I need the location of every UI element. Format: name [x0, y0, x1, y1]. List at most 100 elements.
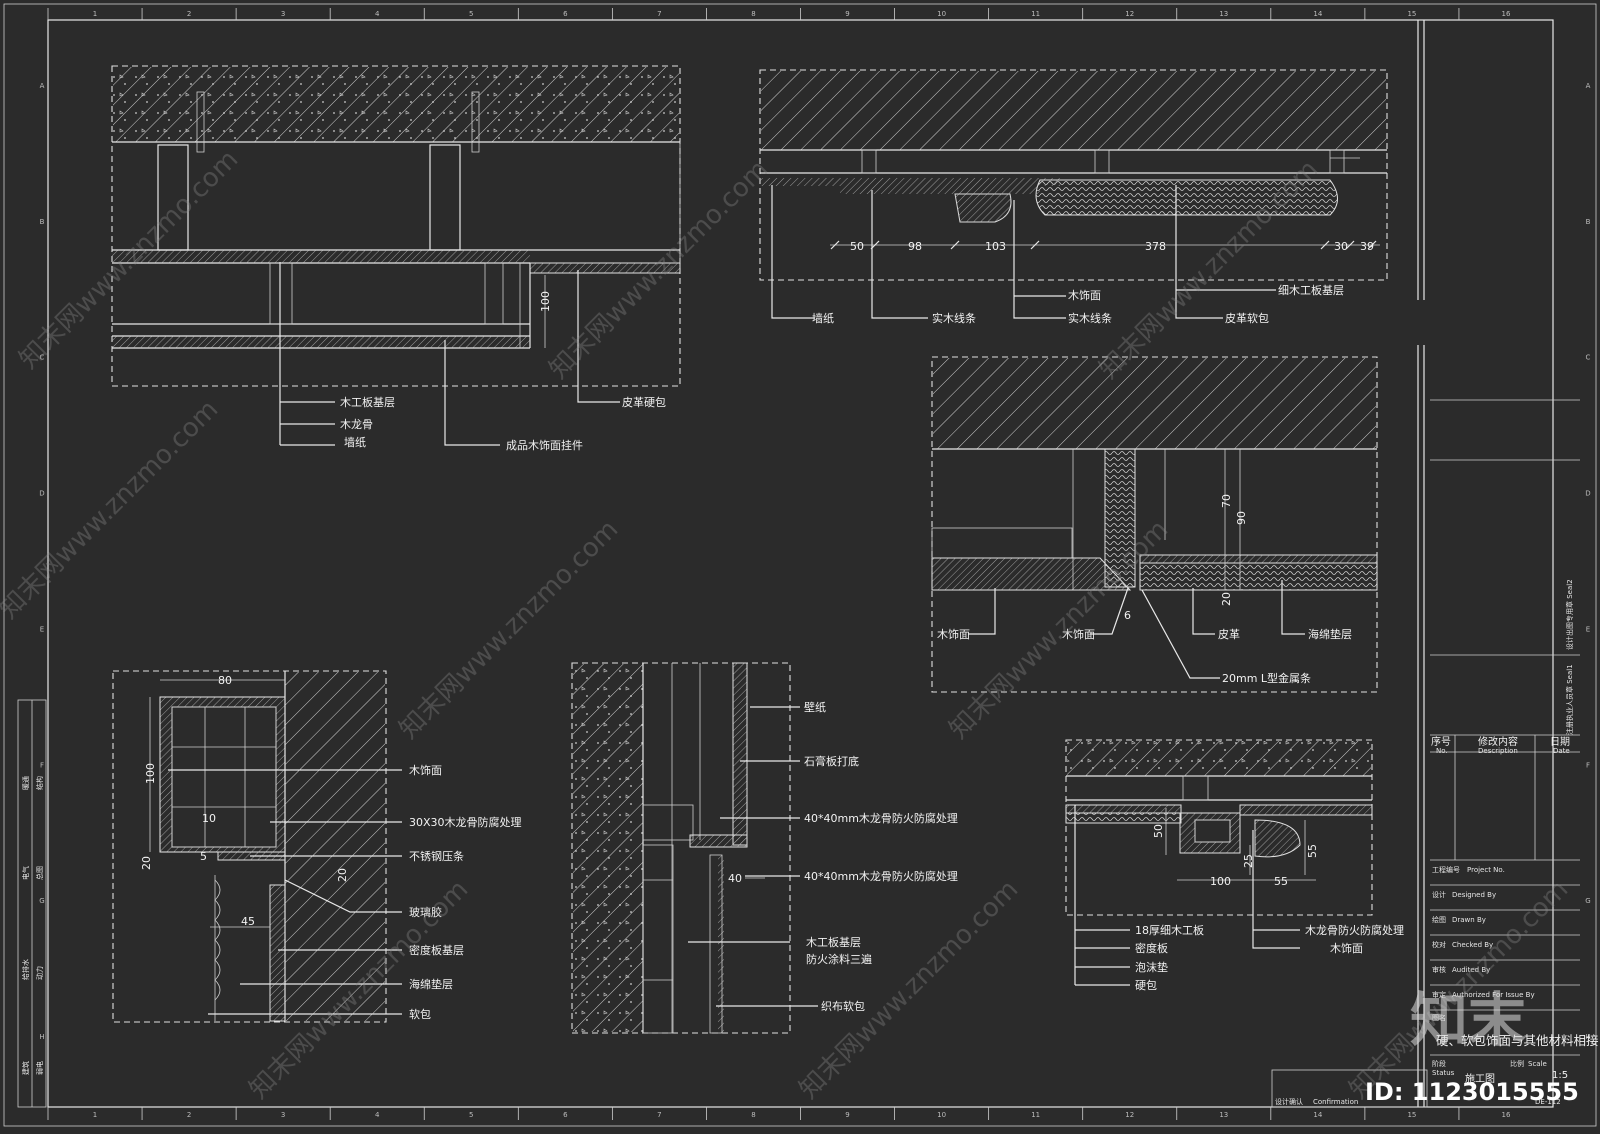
d5-label-keel-2: 40*40mm木龙骨防火防腐处理 [804, 869, 958, 883]
d4-dim-10: 10 [202, 812, 216, 825]
detail-4: 80 100 10 20 5 20 45 木饰面 30X30木龙骨防腐处理 不锈… [112, 670, 522, 1023]
grid-col-label: 5 [469, 1111, 473, 1119]
grid-col-label: 15 [1407, 10, 1416, 18]
d4-label-mdf: 密度板基层 [409, 943, 464, 957]
discipline-label: 暖通 [21, 776, 30, 790]
d4-dim-100: 100 [144, 763, 157, 784]
watermark-text: 知末网www.znzmo.com [0, 394, 224, 625]
d4-dim-20b: 20 [336, 868, 349, 882]
tb-project-no-en: Project No. [1467, 866, 1505, 874]
grid-col-label: 7 [657, 10, 661, 18]
tb-scale-value: 1:5 [1552, 1070, 1568, 1081]
watermark-id: ID: 1123015555 [1365, 1078, 1579, 1106]
tb-designed-en: Designed By [1452, 891, 1496, 899]
grid-col-label: 12 [1125, 1111, 1134, 1119]
tb-designed: 设计 [1432, 890, 1446, 899]
d6-label-foam: 泡沫垫 [1135, 960, 1168, 974]
tb-scale-en: Scale [1528, 1060, 1547, 1068]
d2-label-wood-strip-2: 实木线条 [1068, 311, 1112, 325]
grid-col-label: 7 [657, 1111, 661, 1119]
tb-checked: 校对 [1432, 940, 1446, 949]
title-block: 设计出图专用章 Seal2 注册执业人员章 Seal1 序号 No. 修改内容 … [1271, 399, 1599, 1108]
grid-row-label: H [39, 1033, 44, 1041]
d6-label-veneer: 木饰面 [1330, 941, 1363, 955]
d3-label-metal-strip: 20mm L型金属条 [1222, 671, 1311, 685]
discipline-label: 电气 [21, 866, 30, 880]
grid-row-label: F [40, 761, 44, 769]
d5-label-gypsum: 石膏板打底 [804, 754, 859, 768]
tb-drawn-en: Drawn By [1452, 916, 1486, 924]
d3-label-leather: 皮革 [1218, 627, 1240, 641]
tb-confirm: 设计确认 [1275, 1097, 1303, 1106]
tb-drawn: 绘图 [1432, 915, 1446, 924]
grid-col-label: 12 [1125, 10, 1134, 18]
tb-confirm-en: Confirmation [1313, 1098, 1358, 1106]
discipline-label: 动力 [35, 966, 44, 980]
d6-label-mdf: 密度板 [1135, 941, 1168, 955]
grid-col-label: 3 [281, 1111, 285, 1119]
detail-2: 50 98 103 378 30 39 墙纸 实木线条 木饰面 实木线条 皮革软… [759, 69, 1388, 325]
tb-project-no: 工程编号 [1432, 865, 1460, 874]
d2-dim-103: 103 [985, 240, 1006, 253]
grid-row-label: B [1586, 218, 1591, 226]
tb-audited-en: Audited By [1452, 966, 1490, 974]
grid-col-label: 10 [937, 1111, 946, 1119]
d4-label-veneer: 木饰面 [409, 763, 442, 777]
d3-label-veneer-1: 木饰面 [937, 627, 970, 641]
d1-dim-100: 100 [539, 291, 552, 312]
grid-row-label: C [40, 354, 45, 362]
d2-dim-50: 50 [850, 240, 864, 253]
outer-frame [3, 3, 1597, 1127]
tb-stage-en: Status [1432, 1069, 1455, 1077]
d1-label-hanger: 成品木饰面挂件 [506, 438, 583, 452]
d6-dim-50: 50 [1152, 824, 1165, 838]
grid-col-label: 14 [1313, 1111, 1322, 1119]
grid-column-labels: 1122334455667788991010111112121313141415… [47, 8, 1511, 1120]
d2-dim-98: 98 [908, 240, 922, 253]
d5-label-keel-1: 40*40mm木龙骨防火防腐处理 [804, 811, 958, 825]
d1-label-wallpaper: 墙纸 [344, 435, 366, 449]
d5-dim-40: 40 [728, 872, 742, 885]
d3-dim-20: 20 [1220, 592, 1233, 606]
d3-label-sponge: 海绵垫层 [1308, 627, 1352, 641]
detail-3: 70 90 20 6 木饰面 木饰面 皮革 海绵垫层 20mm L型金属条 [931, 356, 1378, 693]
tb-title-label: 图名 [1432, 1013, 1446, 1022]
grid-col-label: 11 [1031, 1111, 1040, 1119]
tb-rev-desc: 修改内容 [1478, 735, 1518, 748]
grid-row-label: F [1586, 761, 1590, 769]
d4-label-glass-glue: 玻璃胶 [409, 905, 442, 919]
grid-col-label: 4 [375, 1111, 380, 1119]
d2-label-wood-strip-1: 实木线条 [932, 311, 976, 325]
d1-label-keel: 木龙骨 [340, 418, 373, 431]
watermark-text: 知末网www.znzmo.com [944, 514, 1175, 745]
grid-col-label: 4 [375, 10, 380, 18]
grid-col-label: 2 [187, 10, 191, 18]
grid-col-label: 13 [1219, 10, 1228, 18]
grid-col-label: 1 [93, 1111, 97, 1119]
grid-col-label: 16 [1502, 10, 1511, 18]
d6-dim-55v: 55 [1306, 844, 1319, 858]
grid-col-label: 16 [1502, 1111, 1511, 1119]
d4-dim-5: 5 [200, 850, 207, 863]
grid-col-label: 9 [845, 10, 849, 18]
d3-dim-70: 70 [1220, 494, 1233, 508]
tb-seal1: 注册执业人员章 Seal1 [1565, 664, 1574, 735]
detail-5: 40 壁纸 石膏板打底 40*40mm木龙骨防火防腐处理 40*40mm木龙骨防… [571, 662, 958, 1034]
tb-authorized-en: Authorized For Issue By [1452, 991, 1535, 999]
tb-rev-desc-en: Description [1478, 747, 1518, 755]
d3-dim-6: 6 [1124, 609, 1131, 622]
grid-row-label: A [40, 82, 45, 90]
grid-col-label: 2 [187, 1111, 191, 1119]
d6-label-keel: 木龙骨防火防腐处理 [1305, 923, 1404, 937]
grid-col-label: 13 [1219, 1111, 1228, 1119]
grid-col-label: 11 [1031, 10, 1040, 18]
d6-label-blockboard: 18厚细木工板 [1135, 923, 1204, 937]
tb-drawing-title: 硬、软包饰面与其他材料相接 [1436, 1033, 1599, 1048]
grid-col-label: 6 [563, 10, 568, 18]
watermark-logo: 知末 [1410, 986, 1526, 1054]
d2-dim-39: 39 [1360, 240, 1374, 253]
grid-col-label: 9 [845, 1111, 849, 1119]
grid-col-label: 8 [751, 10, 755, 18]
